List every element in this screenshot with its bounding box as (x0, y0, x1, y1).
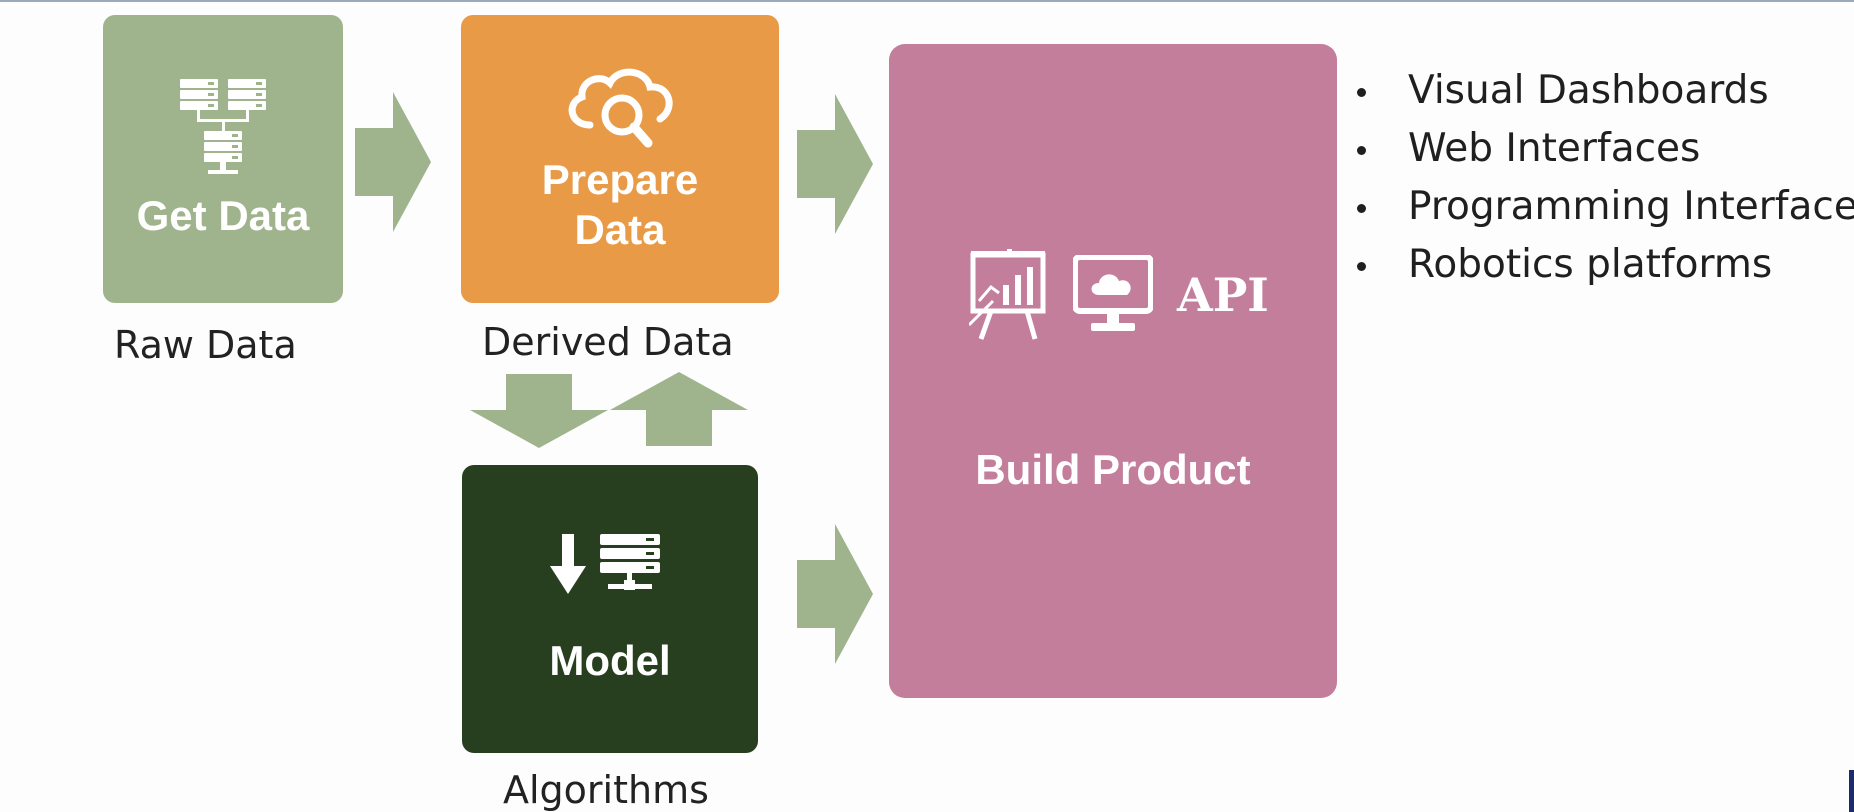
edge-marker (1849, 770, 1854, 812)
list-item: Web Interfaces (1352, 120, 1854, 178)
download-server-icon (550, 534, 660, 594)
servers-icon (180, 79, 266, 174)
model-title: Model (549, 637, 671, 684)
build-product-box: API Build Product (889, 44, 1337, 698)
get-data-box: Get Data (103, 15, 343, 303)
list-item: Programming Interfaces (1352, 178, 1854, 236)
build-product-icon-row: API (969, 249, 1269, 341)
arrow-prepare-to-model (470, 374, 608, 448)
arrow-prepare-to-build (797, 94, 873, 234)
monitor-cloud-icon (1073, 255, 1153, 331)
product-outputs-list: Visual Dashboards Web Interfaces Program… (1352, 62, 1854, 294)
cloud-search-icon (568, 68, 673, 148)
arrow-model-to-build (797, 524, 873, 664)
presentation-chart-icon (969, 249, 1046, 340)
algorithms-caption: Algorithms (503, 768, 709, 812)
model-box: Model (462, 465, 758, 753)
api-label: API (1177, 268, 1269, 322)
top-border-line (0, 0, 1854, 2)
prepare-data-title: Prepare Data (541, 156, 699, 253)
build-product-title: Build Product (975, 446, 1251, 493)
arrow-model-to-prepare (610, 372, 748, 446)
list-item: Robotics platforms (1352, 236, 1854, 294)
arrow-get-to-prepare (355, 92, 431, 232)
get-data-title: Get Data (136, 192, 310, 239)
raw-data-caption: Raw Data (114, 323, 297, 367)
prepare-data-box: Prepare Data (461, 15, 779, 303)
list-item: Visual Dashboards (1352, 62, 1854, 120)
derived-data-caption: Derived Data (482, 320, 734, 364)
